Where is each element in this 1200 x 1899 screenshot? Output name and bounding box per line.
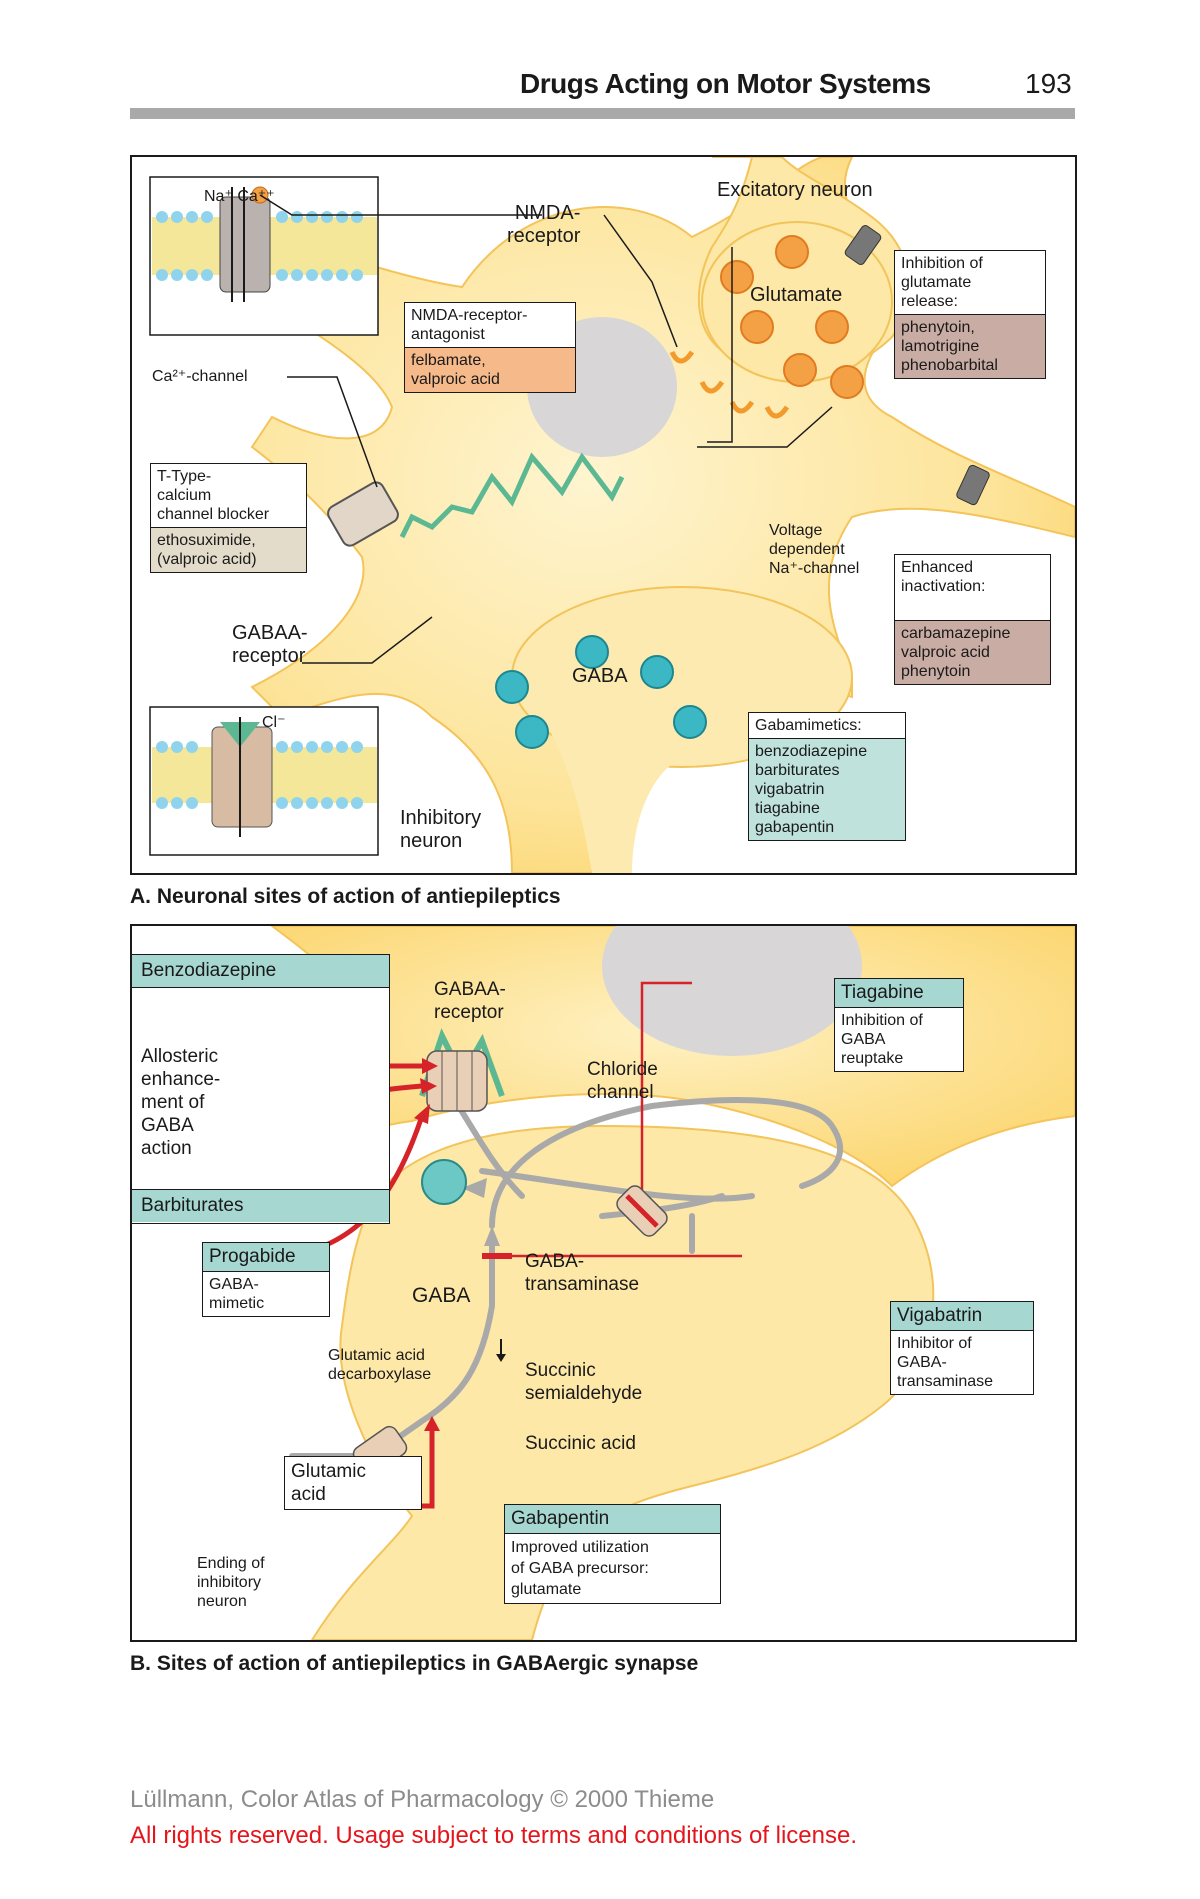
nucleus-b <box>602 926 862 1056</box>
progabide-box: Progabide GABA- mimetic <box>202 1242 330 1317</box>
tiagabine-inhibition-line <box>640 981 692 1226</box>
panel-a-neuronal-sites: Na⁺ Ca⁺⁺ NMDA- receptor Excitatory neuro… <box>130 155 1077 875</box>
panel-b-gabaergic-synapse: Benzodiazepine Allosteric enhance- ment … <box>130 924 1077 1642</box>
vigabatrin-box: Vigabatrin Inhibitor of GABA- transamina… <box>890 1301 1034 1395</box>
succinic-acid-label: Succinic acid <box>525 1433 636 1454</box>
leader-lines-a <box>259 194 833 664</box>
gabamimetics-box: Gabamimetics: benzodiazepine barbiturate… <box>748 712 906 841</box>
na-channel-top <box>844 225 882 265</box>
glutamic-acid-label: Glutamic acid <box>291 1461 366 1505</box>
tiagabine-desc: Inhibition of GABA reuptake <box>835 1007 963 1071</box>
chapter-title: Drugs Acting on Motor Systems <box>520 68 931 99</box>
tiagabine-head: Tiagabine <box>835 979 963 1007</box>
gabamimetics-drugs: benzodiazepine barbiturates vigabatrin t… <box>749 738 905 840</box>
nmda-receptor-label: NMDA- receptor <box>507 202 581 247</box>
gabapentin-box: Gabapentin Improved utilization of GABA … <box>504 1504 721 1604</box>
ca-channel-shape <box>327 481 399 547</box>
na-channel-label: Voltage dependent Na⁺-channel <box>769 522 860 577</box>
benzodiazepine-head: Benzodiazepine <box>132 955 389 988</box>
glutamate-vesicles <box>720 235 864 399</box>
glutamate-release-box: Inhibition of glutamate release: phenyto… <box>894 250 1046 379</box>
t-type-blocker-head: T-Type- calcium channel blocker <box>157 468 270 523</box>
gaba-vesicle-b <box>421 1159 467 1205</box>
glutamate-release-head: Inhibition of glutamate release: <box>901 255 983 310</box>
vigabatrin-head: Vigabatrin <box>891 1302 1033 1330</box>
gaba-label: GABA <box>572 665 628 687</box>
glutamic-decarboxylase-label: Glutamic acid decarboxylase <box>328 1347 432 1383</box>
ca-channel-label: Ca²⁺-channel <box>152 368 248 385</box>
membrane-inset-bottom <box>149 706 379 856</box>
gaba-transaminase-label: GABA- transaminase <box>525 1251 640 1295</box>
gabapentin-head: Gabapentin <box>505 1505 720 1533</box>
panel-b-caption: B. Sites of action of antiepileptics in … <box>130 1652 699 1675</box>
chloride-channel-label: Chloride channel <box>587 1059 658 1103</box>
chloride-ion-label: Cl⁻ <box>262 714 286 731</box>
vigabatrin-desc: Inhibitor of GABA- transaminase <box>891 1330 1033 1394</box>
enhanced-inactivation-box: Enhanced inactivation: carbamazepine val… <box>894 554 1051 685</box>
drug-arrowheads <box>414 1058 440 1431</box>
excitatory-neuron-label: Excitatory neuron <box>717 179 873 201</box>
copyright-line: Lüllmann, Color Atlas of Pharmacology © … <box>130 1786 715 1813</box>
succinic-semialdehyde-label: Succinic semialdehyde <box>525 1360 643 1404</box>
pathway-arrowhead-up <box>484 1226 500 1246</box>
t-type-blocker-drugs: ethosuximide, (valproic acid) <box>151 527 306 572</box>
gaba-a-receptor-zigzag <box>399 452 625 539</box>
ending-inhibitory-neuron-label: Ending of inhibitory neuron <box>197 1555 265 1610</box>
rights-line: All rights reserved. Usage subject to te… <box>130 1822 858 1849</box>
tiagabine-box: Tiagabine Inhibition of GABA reuptake <box>834 978 964 1072</box>
gaba-label-b: GABA <box>412 1284 471 1307</box>
chloride-channel-shape <box>419 1028 505 1112</box>
tiagabine-block-bar <box>625 1194 659 1228</box>
membrane-inset-top <box>149 176 379 336</box>
gaba-vesicles <box>495 635 707 749</box>
t-type-blocker-box: T-Type- calcium channel blocker ethosuxi… <box>150 463 307 573</box>
benzodiazepine-barbiturate-box: Benzodiazepine Allosteric enhance- ment … <box>132 954 390 1224</box>
barbiturates-head: Barbiturates <box>132 1189 389 1222</box>
nmda-antagonist-head: NMDA-receptor- antagonist <box>411 307 528 343</box>
nmda-receptor-shapes <box>669 350 790 419</box>
pathway-arrowhead-gaba <box>462 1178 487 1198</box>
glutamate-label: Glutamate <box>750 284 843 306</box>
allosteric-enhancement-label: Allosteric enhance- ment of GABA action <box>141 1046 221 1159</box>
na-channel-right <box>956 464 990 506</box>
enhanced-inactivation-head: Enhanced inactivation: <box>901 559 986 595</box>
nmda-antagonist-box: NMDA-receptor- antagonist felbamate, val… <box>404 302 576 393</box>
nmda-antagonist-drugs: felbamate, valproic acid <box>405 347 575 392</box>
page-number: 193 <box>1025 68 1072 99</box>
progabide-head: Progabide <box>203 1243 329 1271</box>
glutamic-acid-box: Glutamic acid <box>284 1456 422 1510</box>
enhanced-inactivation-drugs: carbamazepine valproic acid phenytoin <box>895 620 1050 684</box>
gaba-a-receptor-label-b: GABAA- receptor <box>434 979 506 1023</box>
ion-label: Na⁺ Ca⁺⁺ <box>204 188 275 205</box>
gabamimetics-head: Gabamimetics: <box>755 717 862 734</box>
gaba-a-receptor-label: GABAA- receptor <box>232 622 308 667</box>
progabide-desc: GABA- mimetic <box>203 1271 329 1316</box>
gabapentin-desc: Improved utilization of GABA precursor: … <box>505 1533 720 1603</box>
inhibitory-neuron-label: Inhibitory neuron <box>400 807 482 852</box>
glutamate-release-drugs: phenytoin, lamotrigine phenobarbital <box>895 314 1045 378</box>
panel-a-caption: A. Neuronal sites of action of antiepile… <box>130 885 561 908</box>
header-rule <box>130 108 1075 119</box>
